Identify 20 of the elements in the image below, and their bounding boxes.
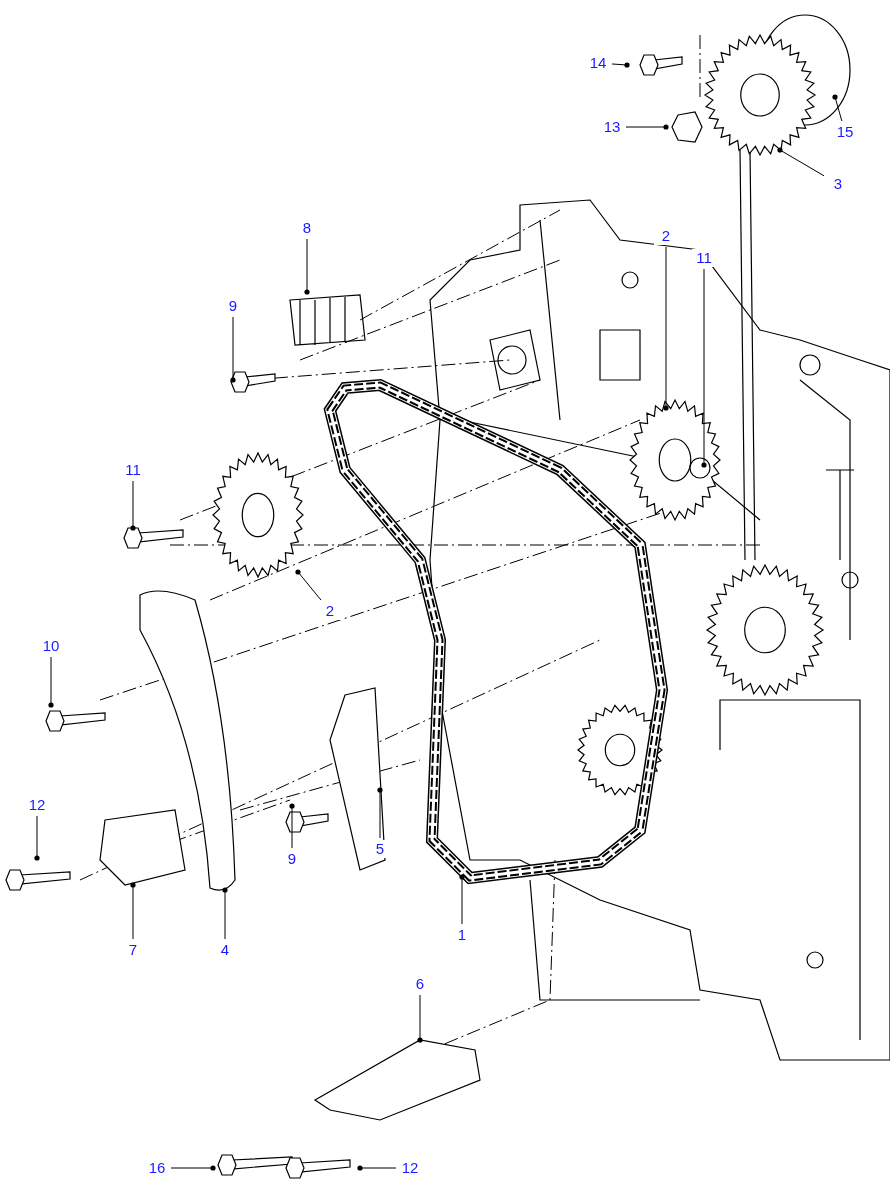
leader-line bbox=[701, 268, 707, 468]
leader-line bbox=[222, 887, 228, 940]
leader-line bbox=[832, 94, 843, 122]
leader-line bbox=[34, 815, 40, 861]
leader-line bbox=[459, 874, 465, 925]
leader-line bbox=[625, 124, 669, 130]
leader-line bbox=[295, 569, 322, 601]
leader-line bbox=[130, 480, 136, 531]
leader-line bbox=[130, 882, 136, 940]
leader-line bbox=[663, 246, 669, 411]
leader-line bbox=[611, 62, 630, 68]
leader-line bbox=[417, 994, 423, 1043]
leader-line bbox=[230, 316, 236, 383]
leader-line bbox=[170, 1165, 216, 1171]
callout-number: 11 bbox=[692, 249, 716, 267]
leader-line bbox=[377, 787, 383, 839]
leader-line bbox=[777, 147, 825, 177]
leader-line bbox=[304, 238, 310, 295]
leader-line bbox=[48, 656, 54, 708]
leader-line bbox=[357, 1165, 397, 1171]
